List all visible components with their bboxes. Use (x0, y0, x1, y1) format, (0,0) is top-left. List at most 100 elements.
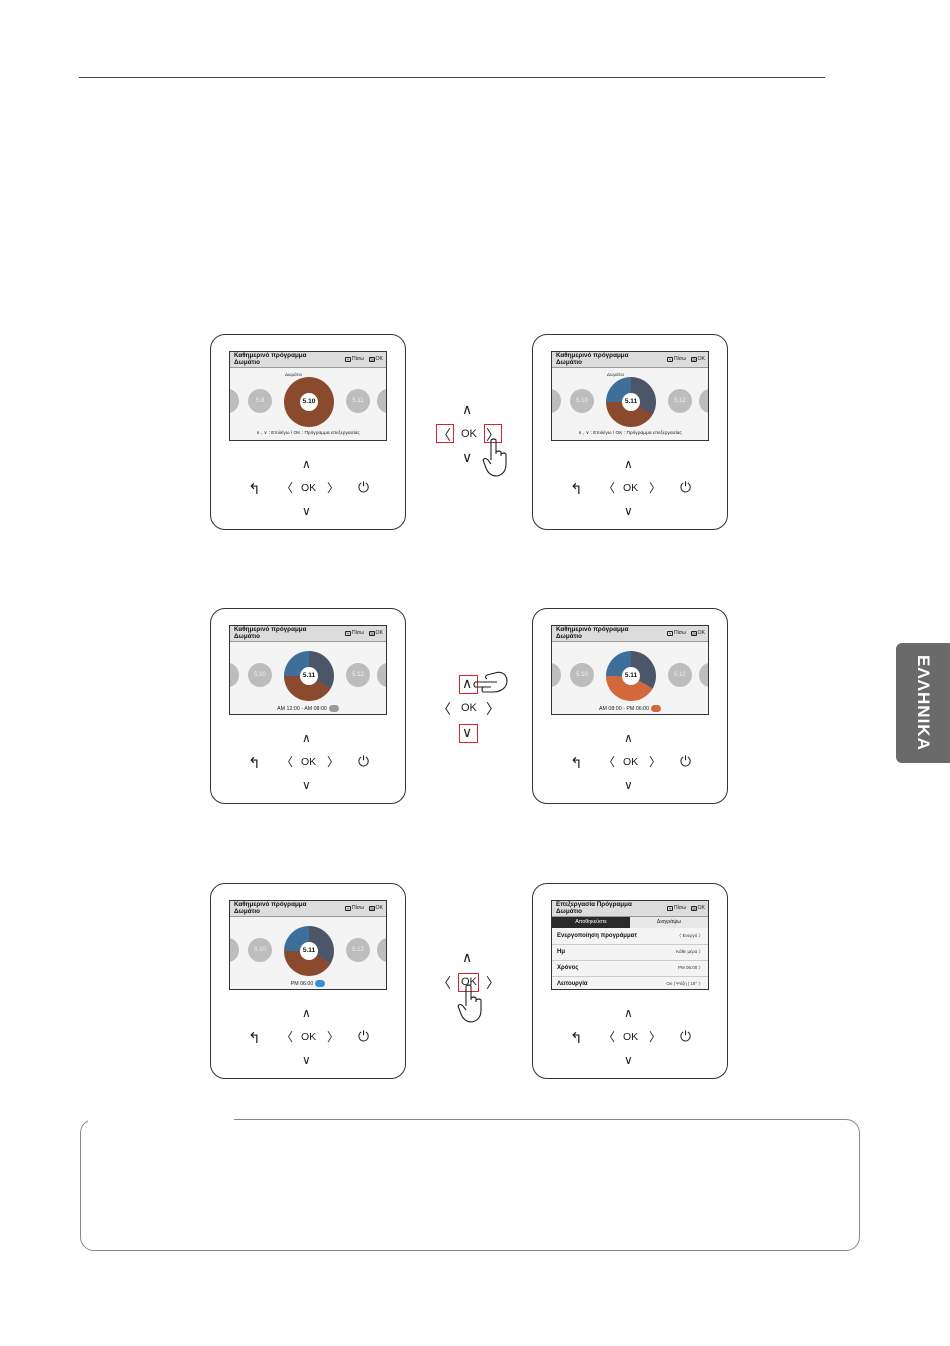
left-key[interactable]: 〈 (603, 755, 616, 769)
pointing-hand-icon (457, 984, 482, 1023)
right-key[interactable]: 〉 (649, 755, 662, 769)
keypad: ∧ ↰ 〈 OK 〉 ⏻ ∨ (533, 455, 727, 525)
left-key[interactable]: 〈 (281, 481, 294, 495)
left-key[interactable]: 〈 (603, 1030, 616, 1044)
ok-icon: OK (690, 356, 697, 362)
tab-save[interactable]: Αποθηκεύστε (552, 917, 630, 928)
ok-icon: OK (690, 630, 697, 636)
power-key[interactable]: ⏻ (358, 479, 370, 495)
left-key[interactable]: 〈 (603, 481, 616, 495)
ok-key[interactable]: OK (301, 756, 317, 768)
guide-right: 〉 (486, 701, 500, 717)
ok-key[interactable]: OK (623, 756, 639, 768)
left-key[interactable]: 〈 (281, 1030, 294, 1044)
highlight-down (459, 724, 478, 743)
highlight-up (459, 675, 478, 694)
back-key[interactable]: ↰ (570, 481, 583, 498)
screen-title-line1: Καθημερινό πρόγραμμα (556, 626, 629, 633)
down-key[interactable]: ∨ (302, 504, 311, 518)
back-label: Πίσω (351, 356, 364, 362)
ok-label: OK (375, 630, 384, 636)
ok-label: OK (697, 356, 706, 362)
menu-row[interactable]: Ενεργοποίηση προγράμματ 〈 Ενεργό 〉 (552, 928, 708, 945)
right-key[interactable]: 〉 (327, 1030, 340, 1044)
up-key[interactable]: ∧ (624, 1006, 633, 1020)
back-label: Πίσω (351, 905, 364, 911)
ok-key[interactable]: OK (301, 1031, 317, 1043)
down-key[interactable]: ∨ (624, 504, 633, 518)
day-edge-left (552, 389, 561, 413)
row-value-text: On | Ψύξη | 18° (666, 981, 698, 986)
up-key[interactable]: ∧ (302, 457, 311, 471)
screen-title-line2: Δωμάτιο (234, 907, 260, 915)
keypad: ∧ ↰ 〈 OK 〉 ⏻ ∨ (211, 1004, 405, 1074)
left-key[interactable]: 〈 (281, 755, 294, 769)
keypad: ∧ ↰ 〈 OK 〉 ⏻ ∨ (211, 455, 405, 525)
back-icon: ↰ (666, 905, 673, 911)
time-range-text: PM 06:00 (290, 980, 314, 987)
right-key[interactable]: 〉 (649, 481, 662, 495)
back-key[interactable]: ↰ (248, 481, 261, 498)
back-key[interactable]: ↰ (248, 755, 261, 772)
keypad: ∧ ↰ 〈 OK 〉 ⏻ ∨ (211, 729, 405, 799)
up-key[interactable]: ∧ (624, 457, 633, 471)
right-key[interactable]: 〉 (327, 755, 340, 769)
back-indicator: ↰Πίσω (666, 905, 686, 911)
screen-title-line2: Δωμάτιο (234, 632, 260, 640)
menu-row[interactable]: Λειτουργία On | Ψύξη | 18° 〉 (552, 976, 708, 989)
screen-title-line2: Δωμάτιο (556, 358, 582, 366)
menu-row[interactable]: Ημ Κάθε μέρα 〉 (552, 944, 708, 961)
ok-key[interactable]: OK (623, 1031, 639, 1043)
day-edge-right (377, 663, 386, 687)
back-indicator: ↰Πίσω (344, 905, 364, 911)
day-prev: 5.10 (570, 663, 594, 687)
power-key[interactable]: ⏻ (358, 753, 370, 769)
ok-key[interactable]: OK (301, 482, 317, 494)
power-key[interactable]: ⏻ (358, 1028, 370, 1044)
back-key[interactable]: ↰ (570, 755, 583, 772)
time-range: PM 06:00 (230, 980, 386, 987)
screen-title: Καθημερινό πρόγραμμα Δωμάτιο (234, 901, 307, 915)
up-key[interactable]: ∧ (302, 1006, 311, 1020)
down-key[interactable]: ∨ (624, 778, 633, 792)
down-key[interactable]: ∨ (302, 1053, 311, 1067)
donut-center-day: 5.11 (622, 667, 640, 685)
down-key[interactable]: ∨ (302, 778, 311, 792)
down-key[interactable]: ∨ (624, 1053, 633, 1067)
right-key[interactable]: 〉 (327, 481, 340, 495)
back-key[interactable]: ↰ (248, 1030, 261, 1047)
back-icon: ↰ (344, 905, 351, 911)
right-key[interactable]: 〉 (649, 1030, 662, 1044)
pie-label: Δωμάτιο (607, 372, 624, 377)
row-value-text: PM 06:00 (677, 965, 698, 970)
back-key[interactable]: ↰ (570, 1030, 583, 1047)
time-range: AM 08:00 - PM 06:00 (552, 705, 708, 712)
day-edge-left (230, 938, 239, 962)
power-key[interactable]: ⏻ (680, 1028, 692, 1044)
power-key[interactable]: ⏻ (680, 479, 692, 495)
tab-delete[interactable]: Διαγράψω (630, 917, 708, 928)
time-range-text: AM 12:00 - AM 08:00 (277, 705, 327, 712)
up-key[interactable]: ∧ (302, 731, 311, 745)
day-edge-left (230, 389, 239, 413)
guide-ok: OK (461, 976, 477, 988)
menu-row[interactable]: Χρόνος PM 06:00 〉 (552, 960, 708, 977)
guide-left: 〈 (437, 975, 451, 991)
day-prev: 5.10 (248, 663, 272, 687)
back-label: Πίσω (673, 356, 686, 362)
highlight-right (484, 424, 502, 443)
power-key[interactable]: ⏻ (680, 753, 692, 769)
screen-title: Καθημερινό πρόγραμμα Δωμάτιο (556, 352, 629, 366)
mode-pill (315, 980, 326, 987)
ok-key[interactable]: OK (623, 482, 639, 494)
up-key[interactable]: ∧ (624, 731, 633, 745)
screen-title-line1: Επεξεργασία Πρόγραμμα (556, 901, 632, 908)
day-edge-right (699, 663, 708, 687)
